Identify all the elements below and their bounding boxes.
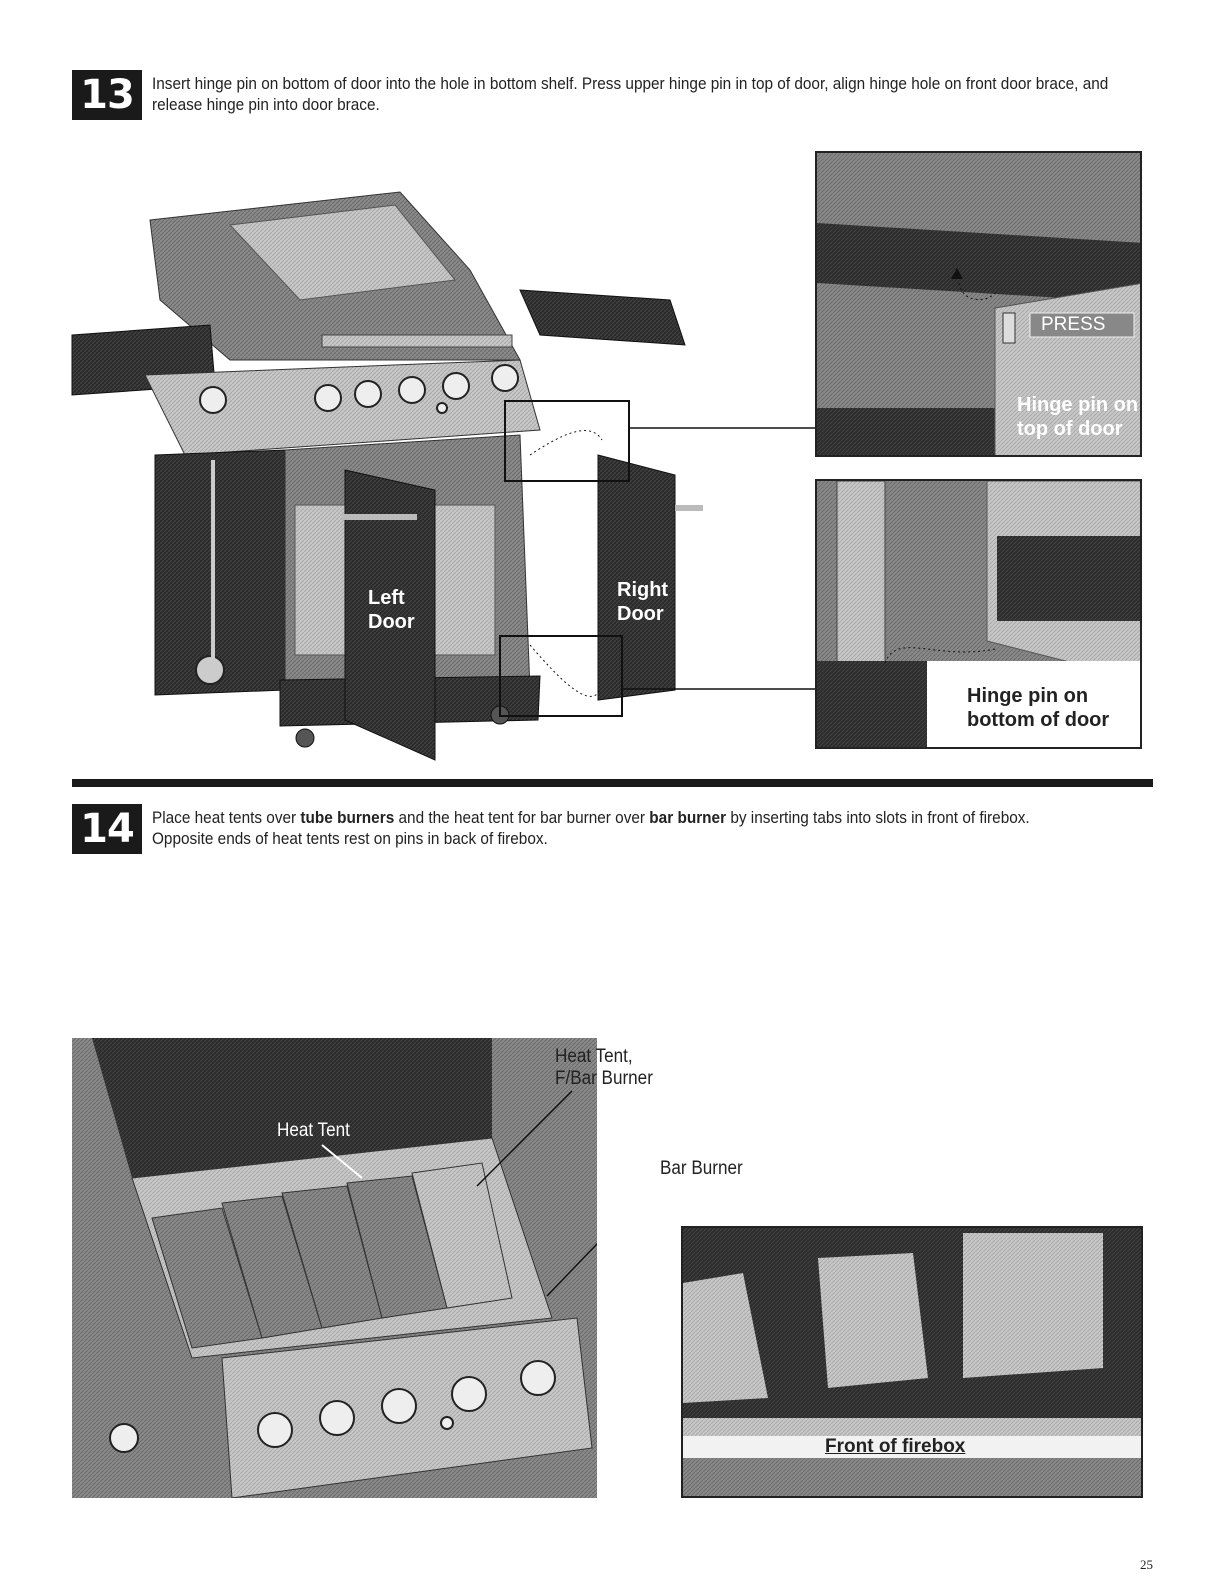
bottom-hinge-detail-panel: Hinge pin on bottom of door [815, 479, 1142, 749]
heat-tent-bar-burner-label: Heat Tent, F/Bar Burner [555, 1046, 653, 1089]
front-firebox-detail-panel: Front of firebox [681, 1226, 1143, 1498]
left-door-label: Left Door [368, 587, 415, 633]
right-door-label: Right Door [617, 579, 669, 625]
step-13-badge: 13 [72, 70, 142, 120]
front-firebox-label: Front of firebox [825, 1436, 966, 1457]
step-13-instructions: Insert hinge pin on bottom of door into … [152, 75, 1109, 114]
bar-burner-label: Bar Burner [660, 1158, 743, 1179]
heat-tent-inner-label: Heat Tent [277, 1120, 350, 1141]
firebox-illustration: Heat Tent [72, 1038, 597, 1498]
step-14-badge: 14 [72, 804, 142, 854]
section-divider [72, 779, 1153, 787]
page-number: 25 [1140, 1557, 1153, 1572]
top-hinge-detail-panel: PRESS Hinge pin on top of door [815, 151, 1142, 457]
step-14-instructions: Place heat tents over tube burners and t… [152, 809, 1030, 848]
press-label: PRESS [1041, 314, 1106, 335]
top-hinge-label: Hinge pin on top of door [1017, 394, 1139, 440]
bottom-hinge-label: Hinge pin on bottom of door [967, 685, 1110, 731]
